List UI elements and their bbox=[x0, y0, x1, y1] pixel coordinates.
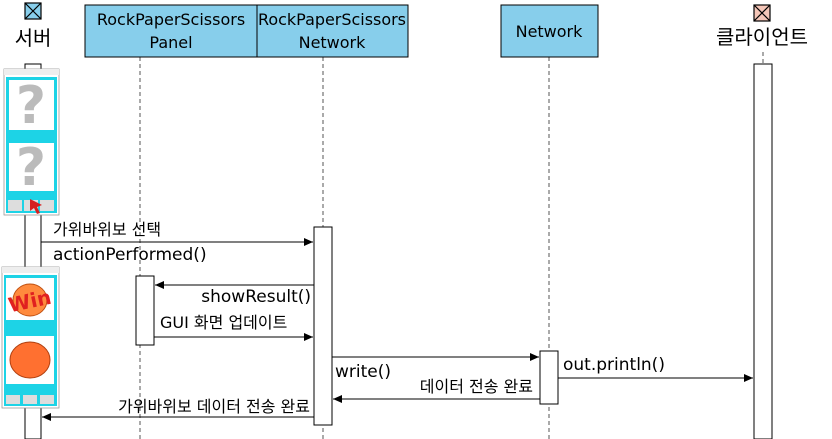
participant-panel-line1: RockPaperScissors bbox=[97, 10, 245, 29]
screenshot-after: Win bbox=[1, 266, 60, 409]
participant-server: 서버 bbox=[15, 2, 52, 50]
rock-hand-icon bbox=[9, 341, 51, 379]
participant-client-label: 클라이언트 bbox=[716, 25, 808, 49]
participant-rpsnet: RockPaperScissors Network bbox=[256, 4, 409, 58]
message-select-label: 가위바위보 선택 bbox=[53, 220, 161, 239]
participant-network: Network bbox=[500, 4, 599, 58]
participant-client: 클라이언트 bbox=[716, 4, 808, 49]
participant-network-line1: Network bbox=[516, 22, 584, 41]
message-action-label: actionPerformed() bbox=[53, 245, 207, 265]
question-mark-icon: ? bbox=[16, 76, 46, 136]
activation-client bbox=[753, 63, 773, 439]
message-gui-label: GUI 화면 업데이트 bbox=[160, 313, 287, 332]
participant-panel-line2: Panel bbox=[149, 33, 192, 52]
participant-rpsnet-line1: RockPaperScissors bbox=[258, 10, 406, 29]
message-show-label: showResult() bbox=[201, 287, 311, 307]
participant-rpsnet-line2: Network bbox=[299, 33, 367, 52]
screenshot-before: ? ? bbox=[3, 68, 60, 216]
question-mark-icon: ? bbox=[16, 138, 46, 198]
activation-rpsnet bbox=[313, 226, 333, 426]
cursor-icon bbox=[30, 199, 42, 214]
message-done-label: 가위바위보 데이터 전송 완료 bbox=[118, 397, 310, 416]
participant-server-label: 서버 bbox=[15, 26, 52, 50]
paper-hand-icon bbox=[12, 283, 48, 317]
message-write-label: write() bbox=[335, 362, 391, 382]
activation-panel bbox=[135, 275, 155, 346]
message-println-label: out.println() bbox=[563, 355, 665, 375]
message-sent-label: 데이터 전송 완료 bbox=[420, 377, 533, 396]
participant-panel: RockPaperScissors Panel bbox=[84, 4, 258, 58]
activation-network bbox=[539, 350, 559, 405]
